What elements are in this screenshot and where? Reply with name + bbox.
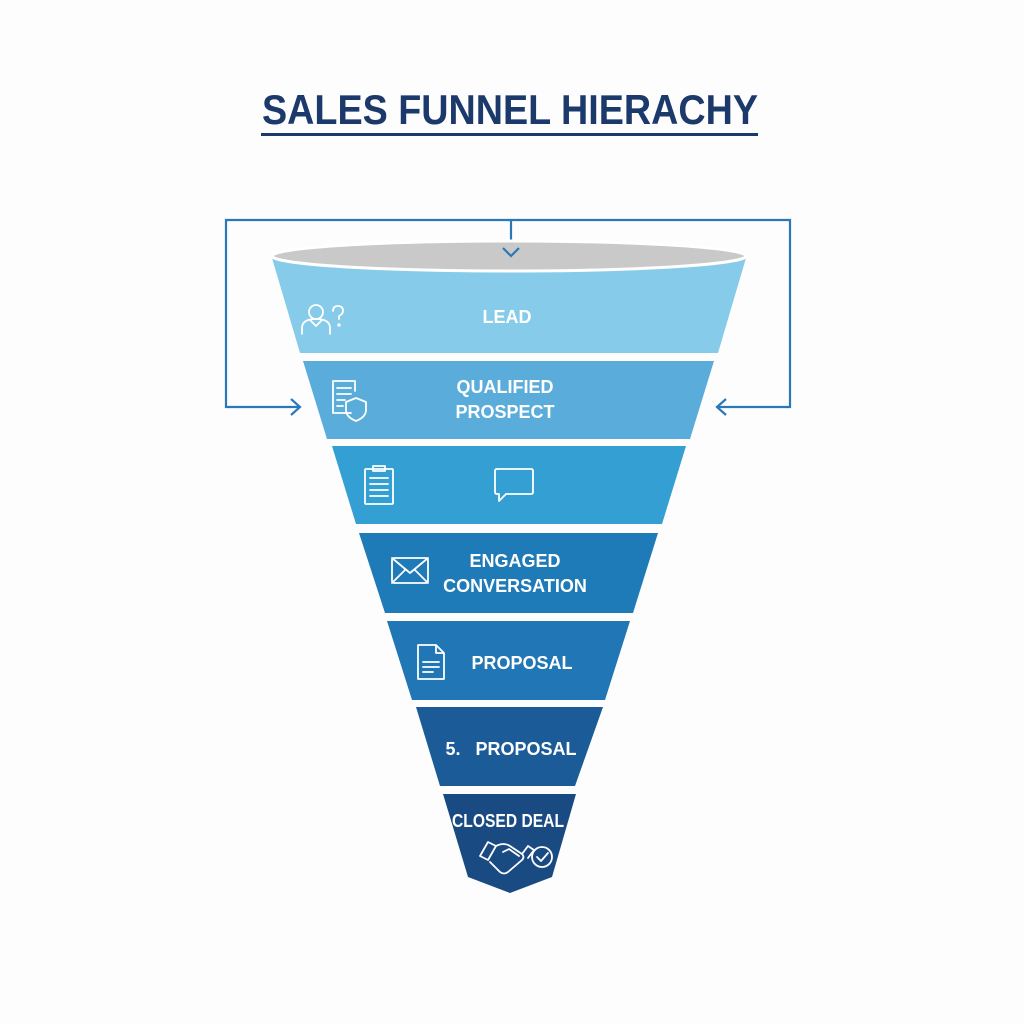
stage-7-segment	[443, 794, 576, 893]
document-shield-icon	[332, 380, 367, 422]
stage-5-label: PROPOSAL	[471, 653, 572, 673]
stage-6-label: 5. PROPOSAL	[445, 739, 576, 759]
stage-4-segment	[359, 533, 658, 613]
arrow-left-icon	[715, 398, 727, 416]
stage-6-segment	[416, 707, 603, 786]
envelope-icon	[391, 557, 429, 584]
clipboard-icon	[364, 465, 394, 505]
down-arrow-icon	[502, 247, 520, 258]
stage-3-segment	[332, 446, 686, 524]
stage-1-segment	[272, 258, 746, 353]
feedback-loop-line	[224, 218, 792, 409]
diagram-title: SALES FUNNEL HIERACHY	[262, 86, 758, 133]
stage-1-label: LEAD	[483, 307, 532, 327]
stage-2-label-line1: QUALIFIED	[457, 377, 554, 397]
stage-2-label-line2: PROSPECT	[455, 402, 554, 422]
document-icon	[417, 644, 445, 680]
stage-7-label: CLOSED DEAL	[452, 811, 564, 831]
title-underline	[261, 133, 758, 136]
stage-2-segment	[303, 361, 714, 439]
speech-bubble-icon	[494, 468, 534, 502]
stage-5-segment	[387, 621, 630, 700]
stage-4-label-line2: CONVERSATION	[443, 576, 587, 596]
user-question-icon	[301, 304, 344, 335]
handshake-check-icon	[479, 841, 553, 875]
arrow-right-icon	[290, 398, 302, 416]
stage-4-label-line1: ENGAGED	[469, 551, 560, 571]
funnel-rim	[270, 239, 748, 273]
